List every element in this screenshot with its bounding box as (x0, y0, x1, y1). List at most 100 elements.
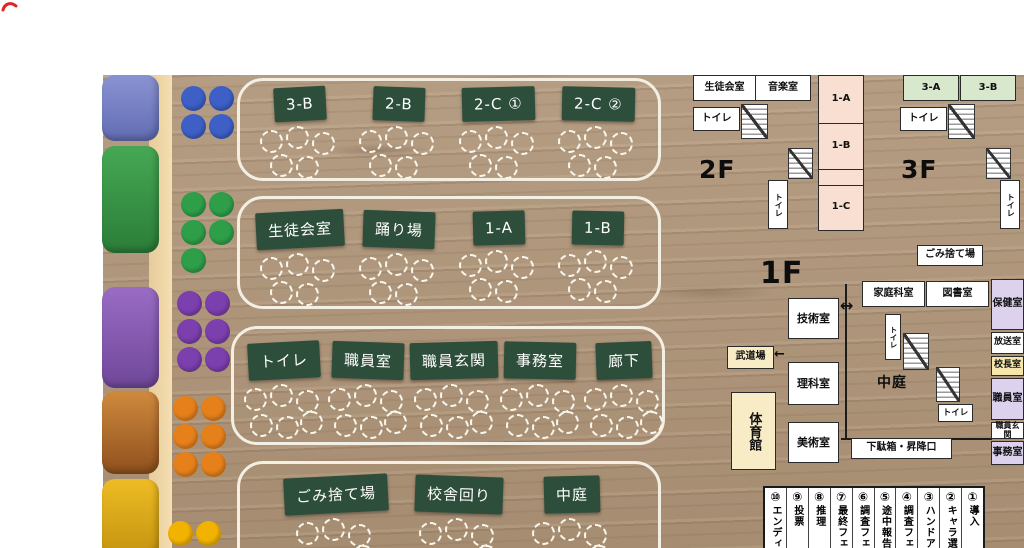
member-slot-circle[interactable] (296, 522, 319, 545)
member-slot-circle[interactable] (510, 132, 534, 155)
member-slot-circle[interactable] (369, 154, 393, 177)
member-slot-circle[interactable] (260, 130, 283, 153)
member-slot-circle[interactable] (494, 156, 518, 179)
member-slot-circle[interactable] (558, 518, 581, 541)
member-slot-circle[interactable] (359, 130, 383, 153)
area-chalkboard[interactable]: 職員室 (331, 340, 405, 381)
area-chalkboard[interactable]: 2-C ② (561, 86, 635, 122)
member-slot-circle[interactable] (445, 518, 468, 541)
area-chalkboard[interactable]: 生徒会室 (255, 208, 345, 251)
member-slot-circle[interactable] (558, 254, 581, 277)
member-slot-circle[interactable] (414, 388, 437, 411)
member-slot-circle[interactable] (590, 414, 614, 437)
member-slot-circle[interactable] (334, 414, 357, 437)
magnet-dot[interactable] (196, 521, 221, 546)
area-chalkboard[interactable]: 廊下 (595, 340, 653, 381)
member-slot-circle[interactable] (276, 416, 299, 439)
member-slot-circle[interactable] (468, 278, 492, 301)
member-slot-circle[interactable] (583, 126, 607, 149)
member-slot-circle[interactable] (395, 156, 419, 179)
area-chalkboard[interactable]: 1-A (472, 210, 526, 246)
member-slot-circle[interactable] (384, 411, 407, 434)
member-slot-circle[interactable] (411, 132, 435, 155)
member-slot-circle[interactable] (552, 390, 576, 413)
member-slot-circle[interactable] (420, 414, 443, 437)
magnet-dot[interactable] (173, 396, 198, 421)
member-slot-circle[interactable] (380, 390, 403, 413)
member-slot-circle[interactable] (296, 283, 319, 306)
magnet-dot[interactable] (168, 521, 193, 546)
magnet-dot[interactable] (209, 220, 234, 245)
member-slot-circle[interactable] (510, 256, 534, 279)
member-slot-circle[interactable] (270, 384, 293, 407)
member-slot-circle[interactable] (610, 384, 634, 407)
magnet-dot[interactable] (177, 291, 202, 316)
magnet-dot[interactable] (181, 86, 206, 111)
magnet-dot[interactable] (177, 347, 202, 372)
magnet-dot[interactable] (209, 114, 234, 139)
member-slot-circle[interactable] (556, 411, 580, 434)
member-slot-circle[interactable] (270, 154, 293, 177)
magnet-dot[interactable] (205, 319, 230, 344)
magnet-dot[interactable] (173, 452, 198, 477)
member-slot-circle[interactable] (584, 524, 607, 547)
magnet-dot[interactable] (205, 347, 230, 372)
magnet-dot[interactable] (201, 396, 226, 421)
member-slot-circle[interactable] (584, 388, 608, 411)
member-slot-circle[interactable] (369, 281, 393, 304)
member-slot-circle[interactable] (300, 411, 323, 434)
member-slot-circle[interactable] (328, 388, 351, 411)
member-slot-circle[interactable] (616, 416, 640, 439)
member-slot-circle[interactable] (296, 156, 319, 179)
magnet-dot[interactable] (209, 86, 234, 111)
magnet-dot[interactable] (181, 220, 206, 245)
magnet-dot[interactable] (201, 452, 226, 477)
magnet-dot[interactable] (201, 424, 226, 449)
member-slot-circle[interactable] (440, 384, 463, 407)
member-slot-circle[interactable] (466, 390, 489, 413)
member-slot-circle[interactable] (359, 257, 383, 280)
magnet-dot[interactable] (181, 248, 206, 273)
member-slot-circle[interactable] (609, 132, 633, 155)
member-slot-circle[interactable] (557, 130, 581, 153)
member-slot-circle[interactable] (610, 256, 633, 279)
member-slot-circle[interactable] (260, 257, 283, 280)
member-slot-circle[interactable] (484, 126, 508, 149)
member-slot-circle[interactable] (286, 126, 309, 149)
area-chalkboard[interactable]: 中庭 (543, 475, 601, 514)
member-slot-circle[interactable] (471, 524, 494, 547)
member-slot-circle[interactable] (419, 522, 442, 545)
magnet-dot[interactable] (181, 114, 206, 139)
area-chalkboard[interactable]: 事務室 (503, 341, 577, 380)
member-slot-circle[interactable] (354, 384, 377, 407)
member-slot-circle[interactable] (567, 154, 591, 177)
member-slot-circle[interactable] (468, 154, 492, 177)
area-chalkboard[interactable]: 3-B (273, 85, 327, 123)
member-slot-circle[interactable] (270, 281, 293, 304)
member-slot-circle[interactable] (568, 278, 591, 301)
member-slot-circle[interactable] (506, 414, 530, 437)
member-slot-circle[interactable] (470, 411, 493, 434)
area-chalkboard[interactable]: 校舎回り (414, 474, 504, 515)
member-slot-circle[interactable] (594, 280, 617, 303)
area-chalkboard[interactable]: トイレ (247, 340, 321, 381)
area-chalkboard[interactable]: 2-B (372, 86, 426, 122)
member-slot-circle[interactable] (526, 384, 550, 407)
member-slot-circle[interactable] (458, 130, 482, 153)
member-slot-circle[interactable] (640, 411, 664, 434)
magnet-dot[interactable] (209, 192, 234, 217)
magnet-dot[interactable] (173, 424, 198, 449)
magnet-dot[interactable] (177, 319, 202, 344)
area-chalkboard[interactable]: ごみ捨て場 (283, 473, 389, 516)
area-chalkboard[interactable]: 職員玄関 (409, 340, 499, 381)
member-slot-circle[interactable] (494, 280, 518, 303)
member-slot-circle[interactable] (636, 390, 660, 413)
area-chalkboard[interactable]: 踊り場 (362, 209, 436, 250)
member-slot-circle[interactable] (584, 250, 607, 273)
area-chalkboard[interactable]: 1-B (571, 210, 625, 246)
member-slot-circle[interactable] (348, 524, 371, 547)
member-slot-circle[interactable] (312, 259, 335, 282)
member-slot-circle[interactable] (360, 416, 383, 439)
member-slot-circle[interactable] (385, 126, 409, 149)
member-slot-circle[interactable] (500, 388, 524, 411)
